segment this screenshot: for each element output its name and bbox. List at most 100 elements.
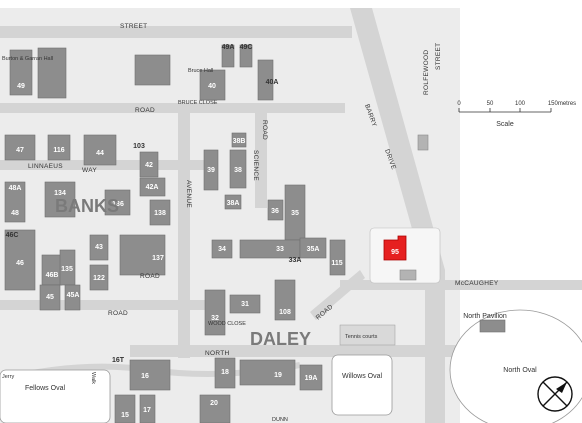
- label-16t: 16T: [112, 357, 125, 364]
- label-34: 34: [218, 246, 226, 253]
- building-44: [83, 134, 117, 166]
- label-38b: 38B: [233, 138, 246, 145]
- building-138: [149, 199, 171, 226]
- science-label: SCIENCE: [252, 150, 259, 181]
- label-95: 95: [391, 249, 399, 256]
- street-right: STREET: [435, 43, 442, 70]
- label-47: 47: [16, 147, 24, 154]
- label-48a: 48A: [9, 185, 22, 192]
- label-135: 135: [61, 266, 73, 273]
- road-mid: ROAD: [140, 273, 160, 280]
- building-116: [47, 134, 71, 161]
- scale-tick-100: 100: [515, 101, 526, 107]
- building-small-drive: [399, 269, 417, 281]
- road-upper: ROAD: [135, 107, 155, 114]
- label-134: 134: [54, 190, 66, 197]
- building-137: [119, 234, 166, 276]
- label-40a: 40A: [266, 79, 279, 86]
- label-138: 138: [154, 210, 166, 217]
- building-95-highlight[interactable]: [383, 235, 407, 261]
- willows-oval-label: Willows Oval: [342, 373, 383, 380]
- building-north-pavilion: [479, 319, 506, 333]
- linnaeus-label: LINNAEUS: [28, 163, 63, 170]
- tennis-courts-label: Tennis courts: [345, 334, 378, 340]
- building-20: [199, 394, 231, 423]
- building-34: [211, 239, 233, 259]
- street-labels: STREET ROAD LINNAEUS WAY ROAD ROAD NORTH…: [28, 23, 499, 423]
- label-32: 32: [211, 315, 219, 322]
- label-108: 108: [279, 309, 291, 316]
- label-48: 48: [11, 210, 19, 217]
- building-16: [129, 359, 171, 391]
- bruce-hall-label: Bruce Hall: [188, 68, 213, 74]
- building-32: [204, 289, 226, 336]
- label-44: 44: [96, 150, 104, 157]
- walk-label: Walk: [90, 372, 96, 384]
- building-46b: [41, 254, 63, 286]
- label-49c: 49C: [240, 44, 253, 51]
- mccaughey-label: McCAUGHEY: [455, 280, 499, 287]
- building-43: [89, 234, 109, 261]
- building-40: [199, 69, 226, 101]
- building-31: [229, 294, 261, 314]
- label-45a: 45A: [67, 292, 80, 299]
- label-115: 115: [331, 260, 342, 267]
- label-43: 43: [95, 244, 103, 251]
- daley-area-label: DALEY: [250, 329, 311, 349]
- fellows-oval-label: Fellows Oval: [25, 385, 66, 392]
- north-road-label: NORTH: [205, 350, 230, 357]
- building-48a: [4, 181, 26, 223]
- north-pavilion-label: North Pavilion: [463, 313, 507, 320]
- building-38b: [231, 132, 247, 148]
- building-42a: [139, 177, 166, 197]
- building-c: [134, 54, 171, 86]
- building-38: [229, 149, 247, 189]
- label-16: 16: [141, 373, 149, 380]
- building-labels: 49 49A 49C 40 40A 47 116 44 103 42 42A 3…: [6, 44, 399, 419]
- buildings: [4, 44, 506, 423]
- way-label: WAY: [82, 167, 97, 174]
- label-18: 18: [221, 369, 229, 376]
- building-122: [89, 264, 109, 291]
- north-oval-label: North Oval: [503, 367, 537, 374]
- label-15: 15: [121, 412, 129, 419]
- compass-north-icon: [537, 376, 573, 412]
- scale-label: Scale: [496, 121, 514, 128]
- building-small-barry: [417, 134, 429, 151]
- label-122: 122: [93, 275, 105, 282]
- label-42: 42: [145, 162, 153, 169]
- label-38a: 38A: [227, 200, 240, 207]
- label-103: 103: [133, 143, 145, 150]
- rolfewood-label: ROLFEWOOD: [423, 50, 430, 95]
- building-49a: [221, 44, 235, 68]
- building-45a: [64, 284, 81, 311]
- label-36: 36: [271, 208, 279, 215]
- label-46c: 46C: [6, 232, 19, 239]
- label-39: 39: [207, 167, 215, 174]
- label-20: 20: [210, 400, 218, 407]
- label-42a: 42A: [146, 184, 159, 191]
- building-19a: [299, 364, 323, 391]
- label-38: 38: [234, 167, 242, 174]
- building-38a: [224, 194, 242, 210]
- label-17: 17: [143, 407, 151, 414]
- avenue-label: AVENUE: [185, 180, 192, 208]
- label-33a: 33A: [289, 257, 302, 264]
- scale-tick-150: 150metres: [548, 101, 576, 107]
- label-49a: 49A: [222, 44, 235, 51]
- building-49c: [239, 44, 253, 68]
- label-46b: 46B: [46, 272, 59, 279]
- building-17: [139, 394, 156, 423]
- building-15: [114, 394, 136, 423]
- label-49: 49: [17, 83, 25, 90]
- label-46: 46: [16, 260, 24, 267]
- banks-area-label: BANKS: [55, 196, 119, 216]
- label-35a: 35A: [307, 246, 320, 253]
- scale-tick-0: 0: [457, 101, 461, 107]
- label-19: 19: [274, 372, 282, 379]
- dunn-label: DUNN: [272, 417, 288, 423]
- wood-close-label: WOOD CLOSE: [208, 321, 246, 327]
- label-116: 116: [53, 147, 64, 154]
- jerry-label: Jerry: [2, 374, 14, 380]
